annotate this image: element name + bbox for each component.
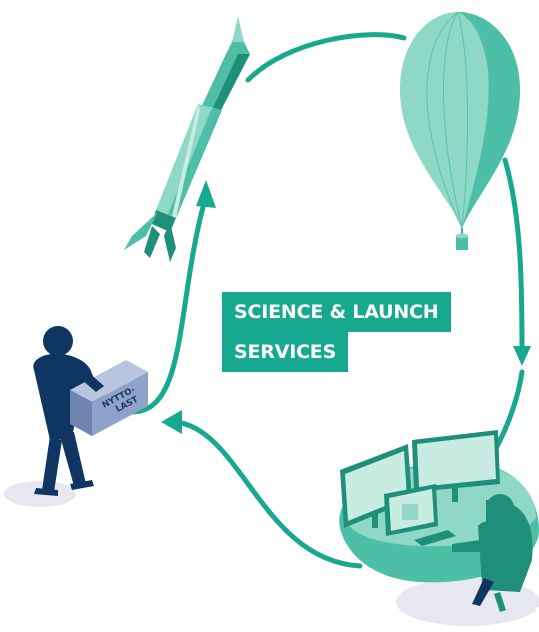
arrow-icon	[513, 346, 531, 366]
arrow-box-to-rocket	[129, 193, 209, 415]
balloon-icon	[400, 11, 520, 250]
operator-workstation-icon	[339, 430, 539, 626]
arrow-control-side	[493, 369, 525, 451]
arrow-rocket-to-balloon	[245, 32, 407, 83]
monitor-right	[412, 430, 500, 502]
payload-box: NYTTO- LAST	[70, 360, 148, 436]
operator-head	[486, 494, 514, 522]
cycle-arrows	[129, 32, 525, 569]
arrow-balloon-to-control	[502, 157, 525, 355]
service-label-line-2: SERVICES	[222, 332, 349, 372]
arrow-icon	[161, 410, 182, 434]
arrow-heads	[161, 180, 531, 434]
arrow-control-to-person	[173, 419, 363, 569]
rocket-icon	[124, 16, 250, 262]
person-head	[43, 326, 73, 356]
service-label-line-1: SCIENCE & LAUNCH	[222, 292, 451, 332]
monitor-center	[384, 484, 438, 536]
person-carrying-box-icon: NYTTO- LAST	[4, 326, 148, 507]
arrow-icon	[196, 180, 216, 208]
